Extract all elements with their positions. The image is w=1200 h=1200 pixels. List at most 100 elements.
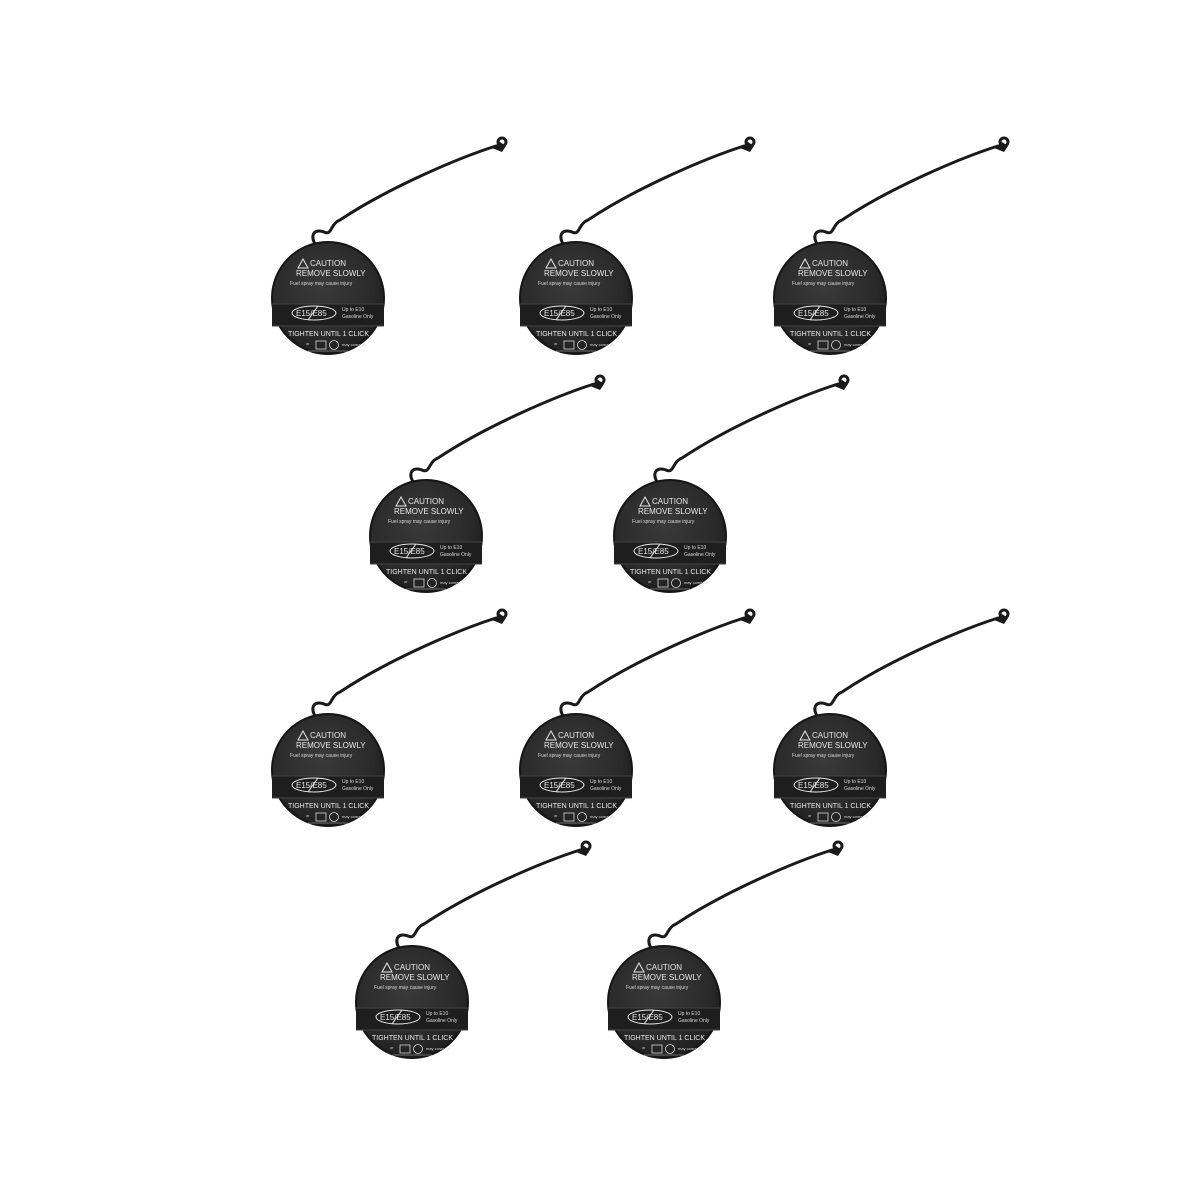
svg-text:E15/E85: E15/E85 — [544, 781, 575, 790]
svg-text:CAUTION: CAUTION — [646, 963, 682, 972]
svg-text:Gasoline Only: Gasoline Only — [426, 1018, 458, 1024]
svg-text:Fuel spray may cause injury: Fuel spray may cause injury — [632, 519, 695, 525]
svg-text:Gasoline Only: Gasoline Only — [440, 552, 472, 558]
svg-text:E15/E85: E15/E85 — [638, 547, 669, 556]
svg-text:CAUTION: CAUTION — [394, 963, 430, 972]
svg-text:may come on.: may come on. — [844, 342, 869, 347]
svg-text:or: or — [808, 813, 812, 818]
fuel-cap: CAUTION REMOVE SLOWLY Fuel spray may cau… — [270, 136, 508, 356]
fuel-cap: CAUTION REMOVE SLOWLY Fuel spray may cau… — [772, 136, 1010, 356]
svg-text:E15/E85: E15/E85 — [798, 781, 829, 790]
fuel-cap: CAUTION REMOVE SLOWLY Fuel spray may cau… — [354, 840, 592, 1060]
svg-text:CAUTION: CAUTION — [812, 259, 848, 268]
svg-text:E15/E85: E15/E85 — [380, 1013, 411, 1022]
svg-text:Fuel spray may cause injury: Fuel spray may cause injury — [626, 985, 689, 991]
svg-text:E15/E85: E15/E85 — [296, 781, 327, 790]
svg-text:TIGHTEN UNTIL 1 CLICK: TIGHTEN UNTIL 1 CLICK — [288, 803, 369, 810]
svg-text:Up to E10: Up to E10 — [342, 307, 364, 313]
fuel-cap: CAUTION REMOVE SLOWLY Fuel spray may cau… — [612, 374, 850, 594]
svg-text:Fuel spray may cause injury: Fuel spray may cause injury — [290, 281, 353, 287]
svg-text:REMOVE SLOWLY: REMOVE SLOWLY — [296, 269, 366, 278]
svg-text:or: or — [808, 341, 812, 346]
svg-text:Fuel spray may cause injury: Fuel spray may cause injury — [290, 753, 353, 759]
svg-text:TIGHTEN UNTIL 1 CLICK: TIGHTEN UNTIL 1 CLICK — [536, 331, 617, 338]
svg-text:REMOVE SLOWLY: REMOVE SLOWLY — [380, 973, 450, 982]
svg-text:or: or — [642, 1045, 646, 1050]
svg-text:or: or — [306, 813, 310, 818]
svg-text:Gasoline Only: Gasoline Only — [844, 786, 876, 792]
fuel-cap: CAUTION REMOVE SLOWLY Fuel spray may cau… — [270, 608, 508, 828]
svg-text:TIGHTEN UNTIL 1 CLICK: TIGHTEN UNTIL 1 CLICK — [624, 1035, 705, 1042]
svg-text:TIGHTEN UNTIL 1 CLICK: TIGHTEN UNTIL 1 CLICK — [386, 569, 467, 576]
svg-text:may come on.: may come on. — [342, 342, 367, 347]
svg-text:Up to E10: Up to E10 — [678, 1011, 700, 1017]
svg-text:Gasoline Only: Gasoline Only — [684, 552, 716, 558]
svg-text:REMOVE SLOWLY: REMOVE SLOWLY — [632, 973, 702, 982]
svg-text:Fuel spray may cause injury: Fuel spray may cause injury — [538, 281, 601, 287]
svg-text:CAUTION: CAUTION — [558, 731, 594, 740]
svg-text:may come on.: may come on. — [844, 814, 869, 819]
svg-text:or: or — [306, 341, 310, 346]
fuel-cap: CAUTION REMOVE SLOWLY Fuel spray may cau… — [772, 608, 1010, 828]
svg-text:REMOVE SLOWLY: REMOVE SLOWLY — [544, 269, 614, 278]
fuel-cap: CAUTION REMOVE SLOWLY Fuel spray may cau… — [606, 840, 844, 1060]
svg-text:Gasoline Only: Gasoline Only — [342, 786, 374, 792]
svg-text:Up to E10: Up to E10 — [590, 779, 612, 785]
svg-text:Up to E10: Up to E10 — [590, 307, 612, 313]
svg-text:REMOVE SLOWLY: REMOVE SLOWLY — [798, 741, 868, 750]
svg-text:TIGHTEN UNTIL 1 CLICK: TIGHTEN UNTIL 1 CLICK — [790, 803, 871, 810]
svg-text:may come on.: may come on. — [590, 342, 615, 347]
svg-text:CAUTION: CAUTION — [408, 497, 444, 506]
fuel-cap: CAUTION REMOVE SLOWLY Fuel spray may cau… — [518, 608, 756, 828]
svg-text:Gasoline Only: Gasoline Only — [590, 314, 622, 320]
svg-text:TIGHTEN UNTIL 1 CLICK: TIGHTEN UNTIL 1 CLICK — [372, 1035, 453, 1042]
svg-text:may come on.: may come on. — [440, 580, 465, 585]
svg-text:Up to E10: Up to E10 — [342, 779, 364, 785]
svg-text:Gasoline Only: Gasoline Only — [844, 314, 876, 320]
svg-text:or: or — [554, 341, 558, 346]
svg-text:Up to E10: Up to E10 — [844, 779, 866, 785]
svg-text:may come on.: may come on. — [426, 1046, 451, 1051]
svg-text:CAUTION: CAUTION — [652, 497, 688, 506]
svg-text:CAUTION: CAUTION — [310, 259, 346, 268]
svg-text:REMOVE SLOWLY: REMOVE SLOWLY — [798, 269, 868, 278]
svg-text:REMOVE SLOWLY: REMOVE SLOWLY — [544, 741, 614, 750]
svg-text:E15/E85: E15/E85 — [632, 1013, 663, 1022]
svg-text:may come on.: may come on. — [684, 580, 709, 585]
svg-text:TIGHTEN UNTIL 1 CLICK: TIGHTEN UNTIL 1 CLICK — [288, 331, 369, 338]
svg-text:may come on.: may come on. — [342, 814, 367, 819]
svg-text:may come on.: may come on. — [590, 814, 615, 819]
svg-text:Fuel spray may cause injury: Fuel spray may cause injury — [538, 753, 601, 759]
svg-text:Up to E10: Up to E10 — [684, 545, 706, 551]
svg-text:or: or — [390, 1045, 394, 1050]
svg-text:E15/E85: E15/E85 — [296, 309, 327, 318]
fuel-cap: CAUTION REMOVE SLOWLY Fuel spray may cau… — [518, 136, 756, 356]
svg-text:Up to E10: Up to E10 — [426, 1011, 448, 1017]
svg-text:or: or — [554, 813, 558, 818]
svg-text:or: or — [404, 579, 408, 584]
svg-text:CAUTION: CAUTION — [558, 259, 594, 268]
svg-text:TIGHTEN UNTIL 1 CLICK: TIGHTEN UNTIL 1 CLICK — [630, 569, 711, 576]
svg-text:Up to E10: Up to E10 — [844, 307, 866, 313]
svg-text:may come on.: may come on. — [678, 1046, 703, 1051]
svg-text:or: or — [648, 579, 652, 584]
fuel-cap: CAUTION REMOVE SLOWLY Fuel spray may cau… — [368, 374, 606, 594]
svg-text:Fuel spray may cause injury: Fuel spray may cause injury — [374, 985, 437, 991]
svg-text:TIGHTEN UNTIL 1 CLICK: TIGHTEN UNTIL 1 CLICK — [536, 803, 617, 810]
svg-text:CAUTION: CAUTION — [812, 731, 848, 740]
svg-text:Up to E10: Up to E10 — [440, 545, 462, 551]
svg-text:Gasoline Only: Gasoline Only — [590, 786, 622, 792]
svg-text:E15/E85: E15/E85 — [798, 309, 829, 318]
svg-text:CAUTION: CAUTION — [310, 731, 346, 740]
svg-text:Fuel spray may cause injury: Fuel spray may cause injury — [792, 753, 855, 759]
svg-text:Gasoline Only: Gasoline Only — [342, 314, 374, 320]
svg-text:E15/E85: E15/E85 — [544, 309, 575, 318]
svg-text:Fuel spray may cause injury: Fuel spray may cause injury — [388, 519, 451, 525]
svg-text:TIGHTEN UNTIL 1 CLICK: TIGHTEN UNTIL 1 CLICK — [790, 331, 871, 338]
svg-text:REMOVE SLOWLY: REMOVE SLOWLY — [296, 741, 366, 750]
svg-text:REMOVE SLOWLY: REMOVE SLOWLY — [638, 507, 708, 516]
svg-text:Gasoline Only: Gasoline Only — [678, 1018, 710, 1024]
svg-text:REMOVE SLOWLY: REMOVE SLOWLY — [394, 507, 464, 516]
svg-text:E15/E85: E15/E85 — [394, 547, 425, 556]
